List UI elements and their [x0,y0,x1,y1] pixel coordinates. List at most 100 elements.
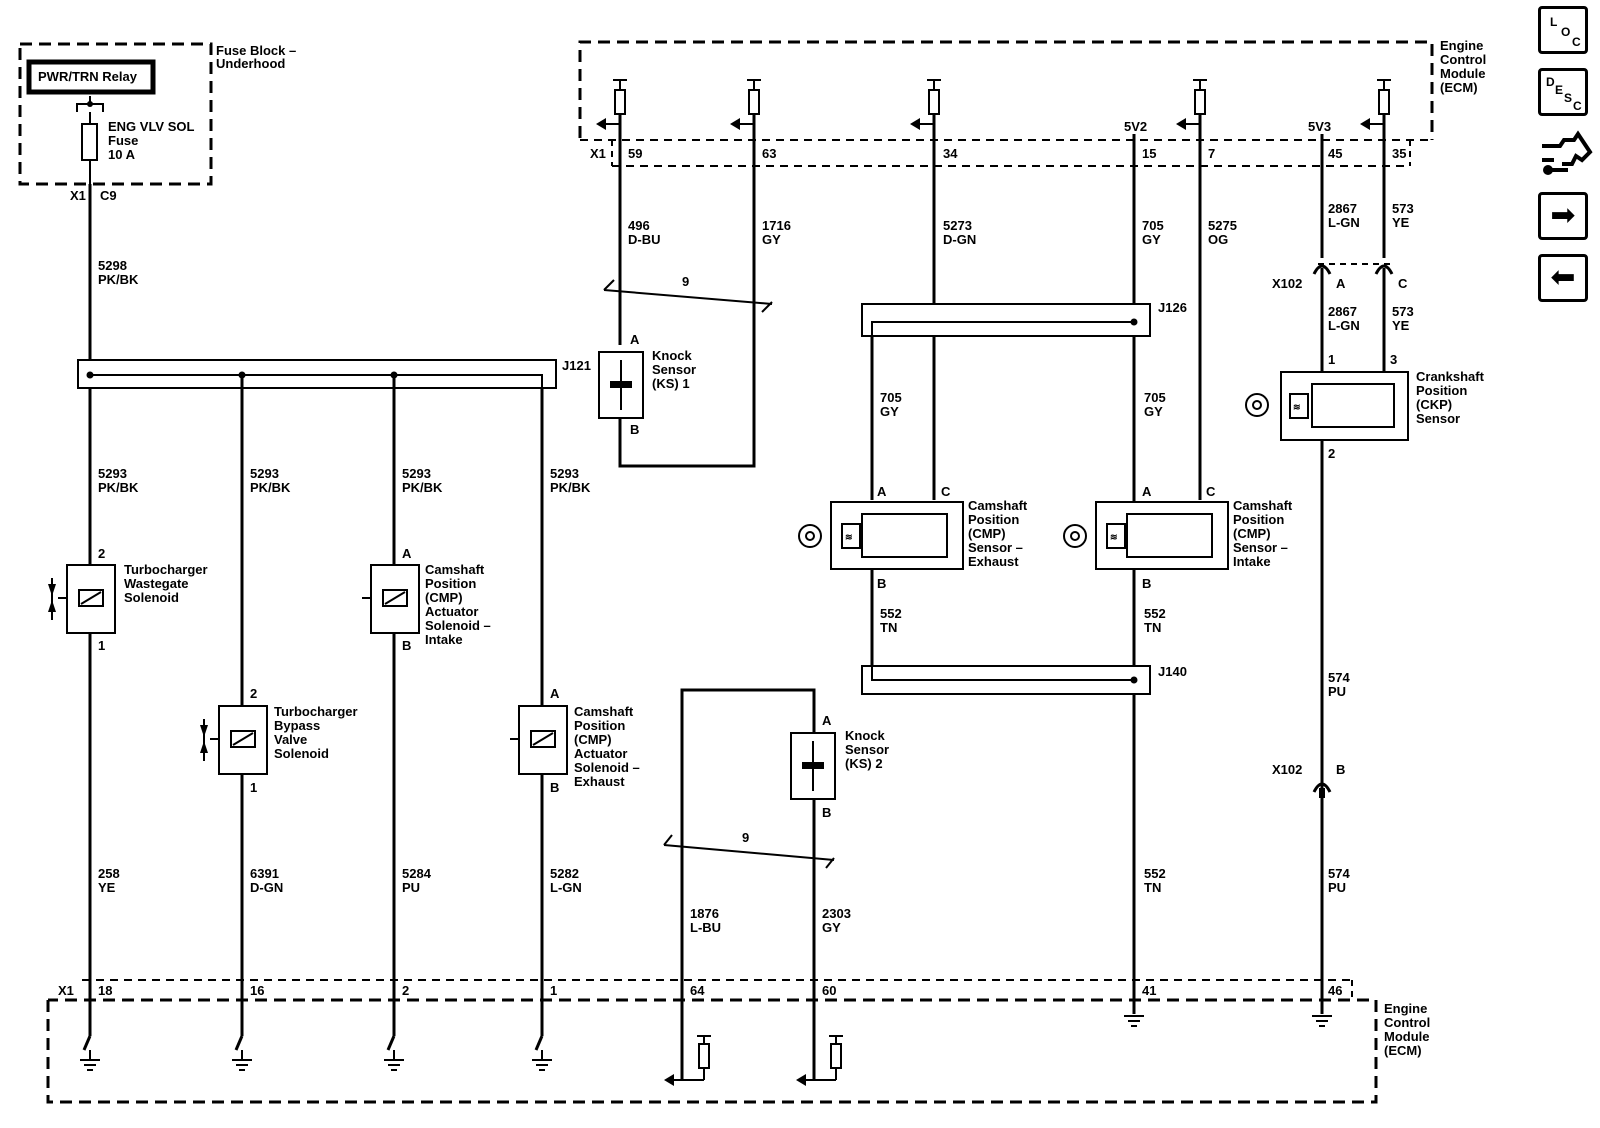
ecm-top-resistor-59 [596,79,627,166]
loc-letter-l: L [1550,15,1558,29]
wire-2867-l-color: L-GN [1328,318,1360,333]
wire-6391-color-5: D-GN [250,880,283,895]
splice-j126: J126 [861,300,1187,500]
cmp-in-pinC: C [1206,484,1216,499]
wire-5293-color-2: PK/BK [402,480,443,495]
wire-574-num: 574 [1328,670,1350,685]
ecm-bottom-pin-60: 60 [822,983,836,998]
twist-count-ks2: 9 [742,830,749,845]
wire-705-ex-color: GY [880,404,899,419]
ecm-top-resistor-34 [910,79,941,166]
ground-46-icon [1312,1015,1332,1027]
ecm-top-resistor-7 [1176,79,1207,166]
fuse-block-underhood: Fuse Block – Underhood [18,42,296,186]
wire-5293-num-0: 5293 [98,466,127,481]
wire-5273-num: 5273 [943,218,972,233]
x102-pinB: B [1336,762,1345,777]
ckp-pin2: 2 [1328,446,1335,461]
cmp-exhaust-magnet-icon: ≋ [845,532,853,542]
wire-5293-color-0: PK/BK [98,480,139,495]
fuse-c9-label: C9 [100,188,117,203]
ecm-top-resistor-63 [730,79,761,166]
ecm-top-pin-15: 15 [1142,146,1156,161]
fuse-rating: 10 A [108,147,136,162]
arrow-left-icon: ⬅ [1550,260,1576,295]
wire-5284-color-6: PU [402,880,420,895]
wire-705-ex-num: 705 [880,390,902,405]
ecm-bottom-pin-41: 41 [1142,983,1156,998]
ckp-magnet-icon: ≋ [1293,402,1301,412]
cmp-ex-pinA: A [877,484,887,499]
ecm-top-resistor-35 [1360,79,1391,166]
twist-count-ks1: 9 [682,274,689,289]
desc-letter-c: C [1573,99,1582,113]
ecm-bottom-pin-18: 18 [98,983,112,998]
schematic-link-button[interactable] [1538,130,1594,178]
wire-5273-color: D-GN [943,232,976,247]
ecm-top-pin-35: 35 [1392,146,1406,161]
desc-button[interactable]: D E S C [1538,68,1588,116]
wire-496-num: 496 [628,218,650,233]
wire-5298-color: PK/BK [98,272,139,287]
loc-letter-o: O [1561,25,1571,39]
schematic-link-icon [1542,130,1593,175]
wire-6391-num-5: 6391 [250,866,279,881]
wire-552-ex-color: TN [880,620,897,635]
wire-5275-color: OG [1208,232,1228,247]
ecm-bottom-pin-64: 64 [690,983,705,998]
ckp-pin3: 3 [1390,352,1397,367]
wire-5293-num-1: 5293 [250,466,279,481]
wire-1876-feed [680,688,816,1080]
next-page-button[interactable]: ➡ [1538,192,1588,240]
twisted-pair-ks1: 9 [603,274,773,313]
splice-j140: J140 [861,664,1187,695]
j126-label: J126 [1158,300,1187,315]
wire-574-color: PU [1328,684,1346,699]
x102-top-label: X102 [1272,276,1302,291]
twisted-pair-ks2: 9 [663,830,835,869]
ground-pin-2-icon [384,1035,404,1071]
ecm-top-x1: X1 [590,146,606,161]
ks1-pinB: B [630,422,639,437]
fuse-block-label-1: Fuse Block – [216,43,296,58]
nav-toolbar: L O C D E S C ➡ ⬅ [1538,6,1594,316]
wire-5298-num: 5298 [98,258,127,273]
wire-1876-num: 1876 [690,906,719,921]
wire-705-color: GY [1142,232,1161,247]
ref-5v2: 5V2 [1124,119,1147,134]
j140-label: J140 [1158,664,1187,679]
wire-1716-color: GY [762,232,781,247]
wire-5293-num-3: 5293 [550,466,579,481]
wire-2303-color: GY [822,920,841,935]
j121-label: J121 [562,358,591,373]
ecm-bottom-pin-46: 46 [1328,983,1342,998]
wire-574-b-num: 574 [1328,866,1350,881]
ks1-pinA: A [630,332,640,347]
wastegate-pin1: 1 [98,638,105,653]
ecm-top-pin-59: 59 [628,146,642,161]
wire-573-num: 573 [1392,201,1414,216]
wire-552-in-color: TN [1144,620,1161,635]
wire-258-num-4: 258 [98,866,120,881]
previous-page-button[interactable]: ⬅ [1538,254,1588,302]
connector-x102-top: X102 A C [1272,263,1408,291]
fuse-block-label-2: Underhood [216,56,285,71]
loc-button[interactable]: L O C [1538,6,1588,54]
eng-vlv-sol-fuse: ENG VLV SOL Fuse 10 A [81,112,194,184]
relay-label: PWR/TRN Relay [38,69,138,84]
cmp-act-intake-pinA: A [402,546,412,561]
ecm-bottom-resistor-60 [796,1035,843,1086]
splice-j121: J121 [77,358,591,389]
